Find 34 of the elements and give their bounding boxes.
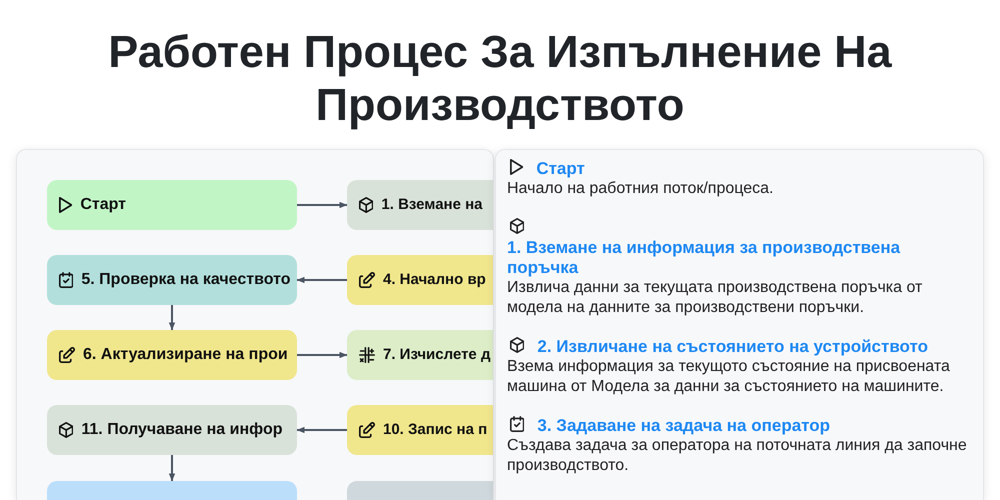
step-title: 7. Изчислете д [383, 345, 490, 365]
process-step [347, 180, 493, 230]
process-step [47, 330, 297, 380]
arrow [297, 202, 348, 208]
step-heading: Старт [536, 159, 585, 179]
arrow [168, 305, 176, 330]
process-step [47, 481, 297, 500]
arrow [297, 352, 348, 358]
process-step [347, 330, 493, 380]
step-description: Извлича данни за текущата производствена поръчка от модела на данните за производствени поръчки. [507, 278, 924, 318]
step-description: Създава задача за оператора на поточната линия да започне производството. [507, 436, 968, 476]
step-title: 1. Вземане на [381, 195, 483, 215]
step-description: Начало на работния поток/процеса. [507, 179, 774, 199]
process-step [47, 180, 297, 230]
arrow [296, 426, 347, 434]
process-step [347, 405, 493, 455]
step-heading: 1. Вземане на информация за производствена поръчка [507, 238, 902, 278]
process-step [347, 255, 493, 305]
process-step [47, 405, 297, 455]
step-description: Взема информация за текущото състояние на присвоената машина от Модела за данни за състоянието на машините. [507, 357, 951, 397]
step-heading: 3. Задаване на задача на оператор [537, 416, 830, 436]
step-title: 11. Получаване на инфор [81, 420, 282, 440]
step-title: 6. Актуализиране на прои [83, 345, 288, 365]
arrow [168, 455, 176, 482]
process-step [347, 481, 493, 500]
step-title: 10. Запис на п [383, 420, 488, 440]
step-title: 4. Начално вр [383, 270, 486, 290]
arrow [296, 276, 347, 284]
diagram-title: Работен Процес За Изпълнение На Производството [107, 25, 893, 131]
step-title: Старт [80, 195, 126, 215]
step-title: 5. Проверка на качеството [81, 270, 290, 290]
description-panel [495, 149, 984, 500]
step-heading: 2. Извличане на състоянието на устройството [537, 337, 928, 357]
process-step [47, 255, 297, 305]
